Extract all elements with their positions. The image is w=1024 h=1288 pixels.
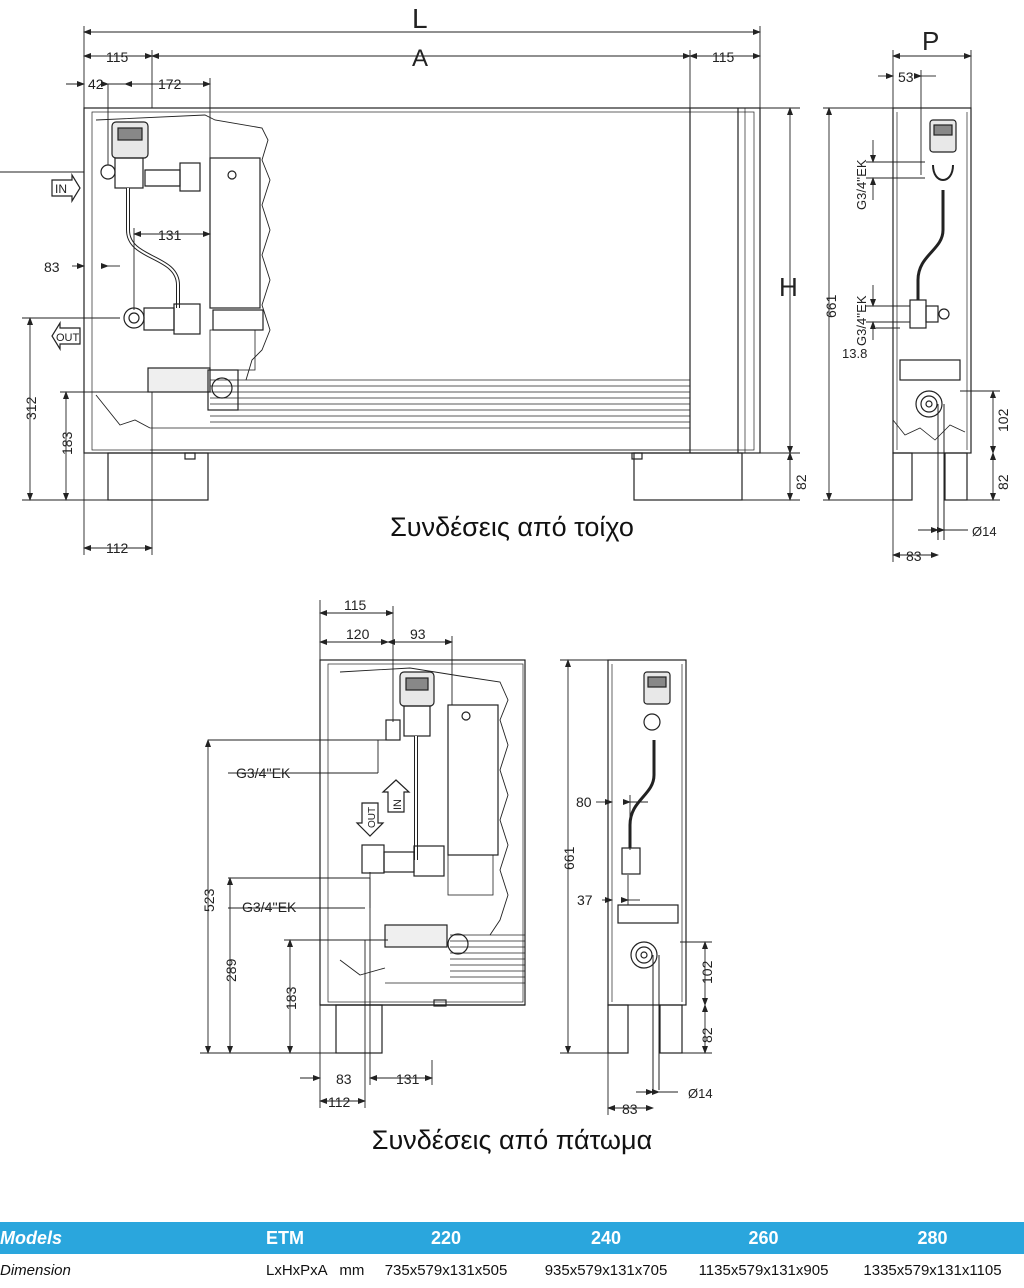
models-table: Models ETM 220 240 260 280 Dimension LxH… xyxy=(0,1222,1024,1286)
dim-183-floor: 183 xyxy=(283,986,299,1010)
dim-120-floor: 120 xyxy=(346,626,370,642)
dim-82-floor: 82 xyxy=(699,1027,715,1043)
wall-connections-caption: Συνδέσεις από τοίχο xyxy=(390,512,634,542)
dim-53: 53 xyxy=(898,69,914,85)
dim-661-floor: 661 xyxy=(561,846,577,870)
floor-side-view xyxy=(607,659,687,1090)
out-flag-floor xyxy=(355,802,385,837)
floor-side-dimensions xyxy=(560,659,712,1115)
table-row: Dimension LxHxPxA mm 735x579x131x505 935… xyxy=(0,1254,1024,1286)
dim-82: 82 xyxy=(793,474,809,490)
dim-83-floor: 83 xyxy=(336,1071,352,1087)
dim-L: L xyxy=(412,3,428,34)
dim-H: H xyxy=(779,272,798,302)
dim-102-floor: 102 xyxy=(699,960,715,984)
wall-side-view xyxy=(892,107,972,540)
dim-131: 131 xyxy=(158,227,182,243)
wall-side-dimensions xyxy=(823,50,1000,562)
out-flag-floor-label: OUT xyxy=(367,807,378,828)
out-flag-wall xyxy=(51,320,81,352)
dim-115-floor: 115 xyxy=(344,597,367,613)
dim-g34-lower: G3/4''EK xyxy=(854,295,869,346)
in-flag-floor-label: IN xyxy=(392,799,404,810)
dim-112-floor: 112 xyxy=(328,1094,351,1110)
dim-d14-wall: Ø14 xyxy=(972,524,997,539)
wall-dimensions xyxy=(0,26,800,555)
dim-A: A xyxy=(412,45,428,72)
technical-drawing: IN OUT xyxy=(0,3,1011,1117)
dimension-220: 735x579x131x505 xyxy=(384,1261,508,1279)
out-flag-wall-label: OUT xyxy=(56,332,80,344)
dim-312: 312 xyxy=(23,396,39,420)
dim-172: 172 xyxy=(158,76,182,92)
dim-523-floor: 523 xyxy=(201,888,217,912)
dimension-label: Dimension xyxy=(0,1261,71,1279)
dim-83-side: 83 xyxy=(906,548,922,564)
dim-13-8: 13.8 xyxy=(842,346,867,361)
dim-P: P xyxy=(922,26,939,56)
dim-93-floor: 93 xyxy=(410,626,426,642)
model-260-header: 260 xyxy=(686,1222,841,1254)
dim-83-floor-side: 83 xyxy=(622,1101,638,1117)
dim-g34-floor-lower: G3/4''EK xyxy=(242,899,297,915)
dim-112: 112 xyxy=(106,540,129,556)
table-header-row: Models ETM 220 240 260 280 xyxy=(0,1222,1024,1254)
dim-g34-floor-upper: G3/4''EK xyxy=(236,765,291,781)
in-flag-wall-label: IN xyxy=(55,182,67,196)
dimension-unit: LxHxPxA mm xyxy=(266,1261,365,1279)
in-flag-floor xyxy=(381,779,411,813)
dim-d14-floor: Ø14 xyxy=(688,1086,713,1101)
floor-front-view xyxy=(319,659,526,1054)
dimension-280: 1335x579x131x1105 xyxy=(863,1261,1002,1279)
dim-g34-upper: G3/4''EK xyxy=(854,159,869,210)
model-280-header: 280 xyxy=(841,1222,1024,1254)
dim-115-left: 115 xyxy=(106,49,129,65)
dim-102-side: 102 xyxy=(995,408,1011,432)
models-header: Models xyxy=(0,1222,96,1254)
model-240-header: 240 xyxy=(526,1222,686,1254)
dimension-240: 935x579x131x705 xyxy=(544,1261,668,1279)
etm-header: ETM xyxy=(266,1222,366,1254)
dim-42: 42 xyxy=(88,76,104,92)
dim-131-floor: 131 xyxy=(396,1071,420,1087)
wall-front-view xyxy=(83,107,761,501)
dim-289-floor: 289 xyxy=(223,958,239,982)
floor-connections-caption: Συνδέσεις από πάτωμα xyxy=(371,1125,653,1155)
dim-83: 83 xyxy=(44,259,60,275)
dim-183: 183 xyxy=(59,431,75,455)
model-220-header: 220 xyxy=(366,1222,526,1254)
header-spacer xyxy=(96,1222,266,1254)
dim-115-right: 115 xyxy=(712,49,735,65)
in-flag-wall xyxy=(51,172,81,204)
dim-80-floor: 80 xyxy=(576,794,592,810)
dim-37-floor: 37 xyxy=(577,892,593,908)
dim-661-side: 661 xyxy=(823,294,839,318)
dim-82-side: 82 xyxy=(995,474,1011,490)
dimension-260: 1135x579x131x905 xyxy=(698,1261,829,1279)
floor-dimensions xyxy=(200,600,453,1108)
